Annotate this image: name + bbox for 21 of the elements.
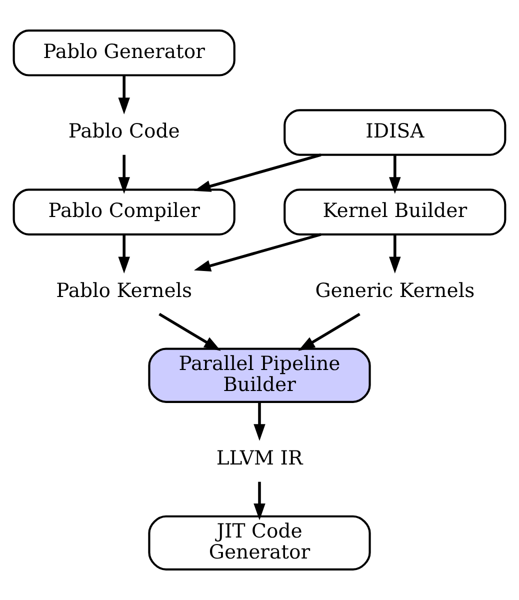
- node-box: Pablo Compiler: [12, 188, 236, 236]
- node-box: Kernel Builder: [284, 188, 506, 236]
- arrow: [118, 75, 130, 114]
- arrow: [298, 312, 360, 351]
- arrow: [254, 482, 266, 520]
- node-text: Pablo Kernels: [56, 278, 192, 302]
- arrow: [254, 402, 266, 441]
- node-text: Pablo Code: [68, 120, 180, 143]
- arrow: [118, 154, 130, 194]
- node-box: Pablo Generator: [12, 30, 236, 76]
- node-text: LLVM IR: [216, 446, 303, 470]
- node-box: Parallel Pipeline Builder: [148, 348, 371, 403]
- node-text: Generic Kernels: [315, 278, 475, 302]
- arrow: [389, 154, 401, 194]
- arrow: [118, 234, 130, 274]
- arrow: [194, 154, 322, 192]
- arrow: [194, 233, 322, 272]
- arrow: [389, 234, 401, 274]
- node-box: JIT Code Generator: [148, 515, 371, 570]
- arrow: [158, 312, 221, 351]
- node-box: IDISA: [284, 109, 506, 156]
